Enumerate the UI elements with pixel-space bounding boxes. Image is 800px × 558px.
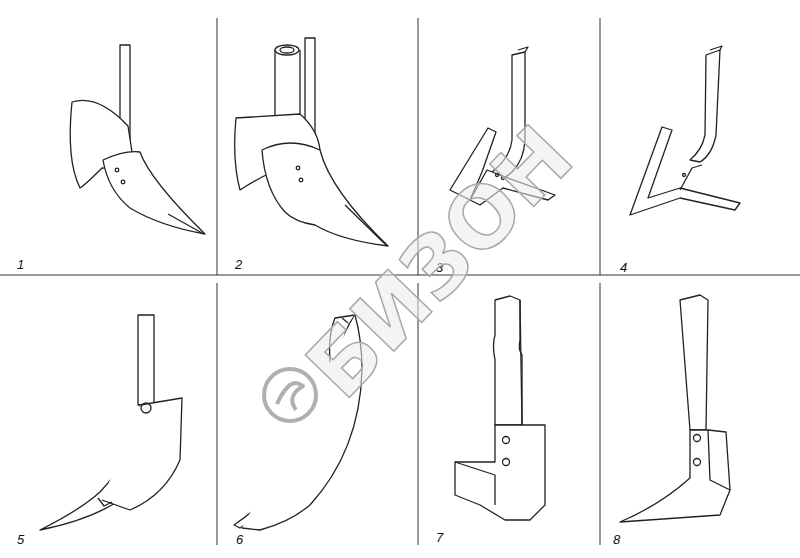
chisel-tool — [620, 295, 730, 522]
callout-number: 1 — [17, 258, 24, 271]
chisel-tool — [455, 296, 545, 520]
callout-number: 8 — [613, 533, 620, 546]
callout-number: 5 — [17, 533, 24, 546]
panel-dividers — [0, 18, 800, 545]
callout-number: 2 — [235, 258, 242, 271]
watermark-logo — [264, 369, 316, 421]
sweep-tool — [630, 46, 740, 215]
callout-number: 4 — [620, 261, 627, 274]
watermark: БИЗОН — [293, 112, 587, 412]
moldboard-tool — [235, 38, 388, 246]
moldboard-tool — [70, 45, 205, 234]
callout-number: 7 — [436, 531, 443, 544]
callout-number: 6 — [236, 533, 243, 546]
curved-tine-tool — [40, 315, 182, 530]
